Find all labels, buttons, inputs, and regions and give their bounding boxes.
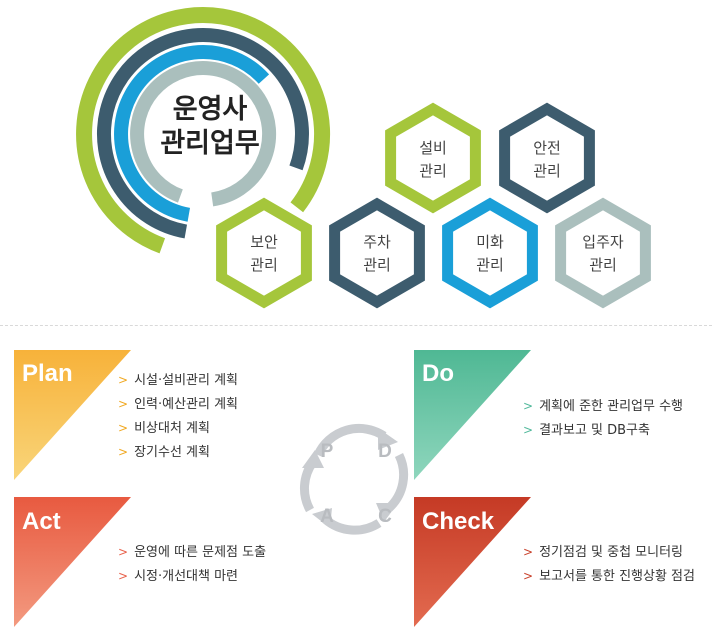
do-triangle [414, 350, 531, 480]
ring-navy [96, 28, 309, 239]
cycle-letter-c: C [378, 506, 392, 527]
hexagon-mihwa-shape [442, 197, 538, 309]
list-item: >보고서를 통한 진행상황 점검 [523, 569, 695, 584]
list-item: >장기수선 계획 [118, 445, 210, 460]
cycle-arc-right [385, 453, 409, 512]
cycle-arrowhead-right [376, 503, 398, 522]
list-item: >계획에 준한 관리업무 수행 [523, 399, 684, 414]
chevron-right-icon: > [118, 545, 129, 559]
hexagon-jucha-label2: 관리 [363, 256, 391, 274]
chevron-right-icon: > [523, 399, 534, 413]
ring-outer-lime [76, 7, 331, 254]
hexagon-anjeon-label1: 안전 [533, 139, 561, 157]
do-list: >계획에 준한 관리업무 수행 >결과보고 및 DB구축 [523, 394, 683, 442]
hexagon-jucha-shape [329, 197, 425, 309]
plan-title: Plan [22, 360, 73, 387]
chevron-right-icon: > [523, 545, 534, 559]
hexagon-mihwa: 미화 관리 [442, 197, 538, 309]
plan-list: >시설·설비관리 계획 >인력·예산관리 계획 >비상대처 계획 >장기수선 계… [118, 368, 238, 464]
hexagon-seolbi-shape [385, 102, 481, 214]
act-list: >운영에 따른 문제점 도출 >시정·개선대책 마련 [118, 540, 266, 588]
pdca-cycle: P D C A [300, 423, 409, 535]
plan-block: Plan [14, 350, 131, 480]
center-title-line2: 관리업무 [160, 128, 259, 159]
cycle-arrowhead-bottom [312, 508, 332, 528]
ring-gray [130, 61, 277, 207]
chevron-right-icon: > [118, 373, 129, 387]
list-item: >시설·설비관리 계획 [118, 373, 239, 388]
cycle-letter-p: P [321, 441, 334, 462]
cycle-arrowhead-left [302, 450, 324, 468]
chevron-right-icon: > [523, 569, 534, 583]
hexagon-boan-label2: 관리 [250, 256, 278, 274]
list-item: >결과보고 및 DB구축 [523, 423, 650, 438]
do-block: Do [414, 350, 531, 480]
cycle-letter-a: A [320, 506, 334, 527]
do-title: Do [422, 360, 454, 387]
hexagon-ipjuja-shape [555, 197, 651, 309]
chevron-right-icon: > [118, 421, 129, 435]
list-item: >비상대처 계획 [118, 421, 210, 436]
hexagon-ipjuja-label1: 입주자 [582, 233, 624, 251]
hexagon-ipjuja-label2: 관리 [589, 256, 617, 274]
chevron-right-icon: > [523, 423, 534, 437]
check-title: Check [422, 508, 495, 535]
list-item: >인력·예산관리 계획 [118, 397, 239, 412]
ring-blue [114, 45, 270, 222]
hexagon-jucha: 주차 관리 [329, 197, 425, 309]
hexagon-anjeon: 안전 관리 [499, 102, 595, 214]
check-block: Check [414, 497, 531, 627]
hexagon-anjeon-shape [499, 102, 595, 214]
hexagon-seolbi-label1: 설비 [419, 139, 447, 157]
cycle-arrowhead-top [378, 428, 398, 450]
hexagon-boan-label1: 보안 [250, 233, 278, 251]
center-rings [76, 7, 331, 254]
hexagon-boan-shape [216, 197, 312, 309]
hexagon-jucha-label1: 주차 [363, 233, 391, 251]
act-title: Act [22, 508, 61, 535]
list-item: >운영에 따른 문제점 도출 [118, 545, 267, 560]
center-title-line1: 운영사 [173, 94, 248, 125]
chevron-right-icon: > [118, 569, 129, 583]
act-triangle [14, 497, 131, 627]
hexagon-seolbi-label2: 관리 [419, 162, 447, 180]
cycle-arc-top [313, 423, 387, 458]
list-item: >시정·개선대책 마련 [118, 569, 239, 584]
chevron-right-icon: > [118, 397, 129, 411]
hexagon-mihwa-label2: 관리 [476, 256, 504, 274]
hexagon-seolbi: 설비 관리 [385, 102, 481, 214]
cycle-letter-d: D [378, 441, 392, 462]
hexagon-ipjuja: 입주자 관리 [555, 197, 651, 309]
plan-triangle [14, 350, 131, 480]
act-block: Act [14, 497, 131, 627]
check-list: >정기점검 및 중첩 모니터링 >보고서를 통한 진행상황 점검 [523, 540, 695, 588]
hexagon-mihwa-label1: 미화 [476, 233, 504, 251]
cycle-arc-left [300, 459, 317, 513]
hexagon-anjeon-label2: 관리 [533, 162, 561, 180]
chevron-right-icon: > [118, 445, 129, 459]
check-triangle [414, 497, 531, 627]
hexagon-boan: 보안 관리 [216, 197, 312, 309]
section-divider [0, 325, 712, 326]
list-item: >정기점검 및 중첩 모니터링 [523, 545, 684, 560]
